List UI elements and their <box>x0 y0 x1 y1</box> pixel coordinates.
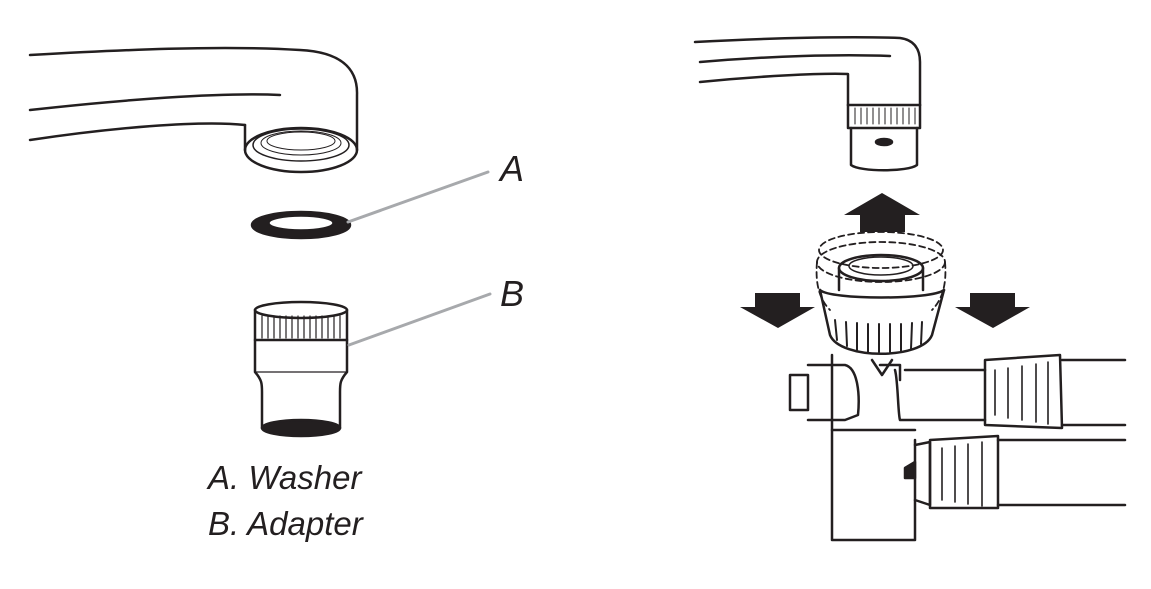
left-faucet-spout <box>28 46 359 174</box>
down-arrow-right <box>955 293 1030 328</box>
hose-lower <box>903 434 1127 510</box>
adapter-callout-label: B <box>500 273 525 314</box>
down-arrow-left <box>740 293 815 328</box>
adapter-leader-line <box>347 292 492 347</box>
up-arrow <box>844 193 920 232</box>
washer-callout-label: A <box>500 148 525 189</box>
adapter <box>253 300 349 438</box>
legend-washer: A. Washer <box>208 459 362 496</box>
hose-upper <box>983 353 1127 430</box>
quick-connect-collar <box>818 253 946 377</box>
legend-adapter: B. Adapter <box>208 505 363 542</box>
valve-body <box>788 353 987 542</box>
right-faucet-spout <box>693 35 922 172</box>
parts-legend: A. Washer B. Adapter <box>208 455 363 547</box>
washer <box>250 210 352 240</box>
washer-leader-line <box>346 170 490 224</box>
